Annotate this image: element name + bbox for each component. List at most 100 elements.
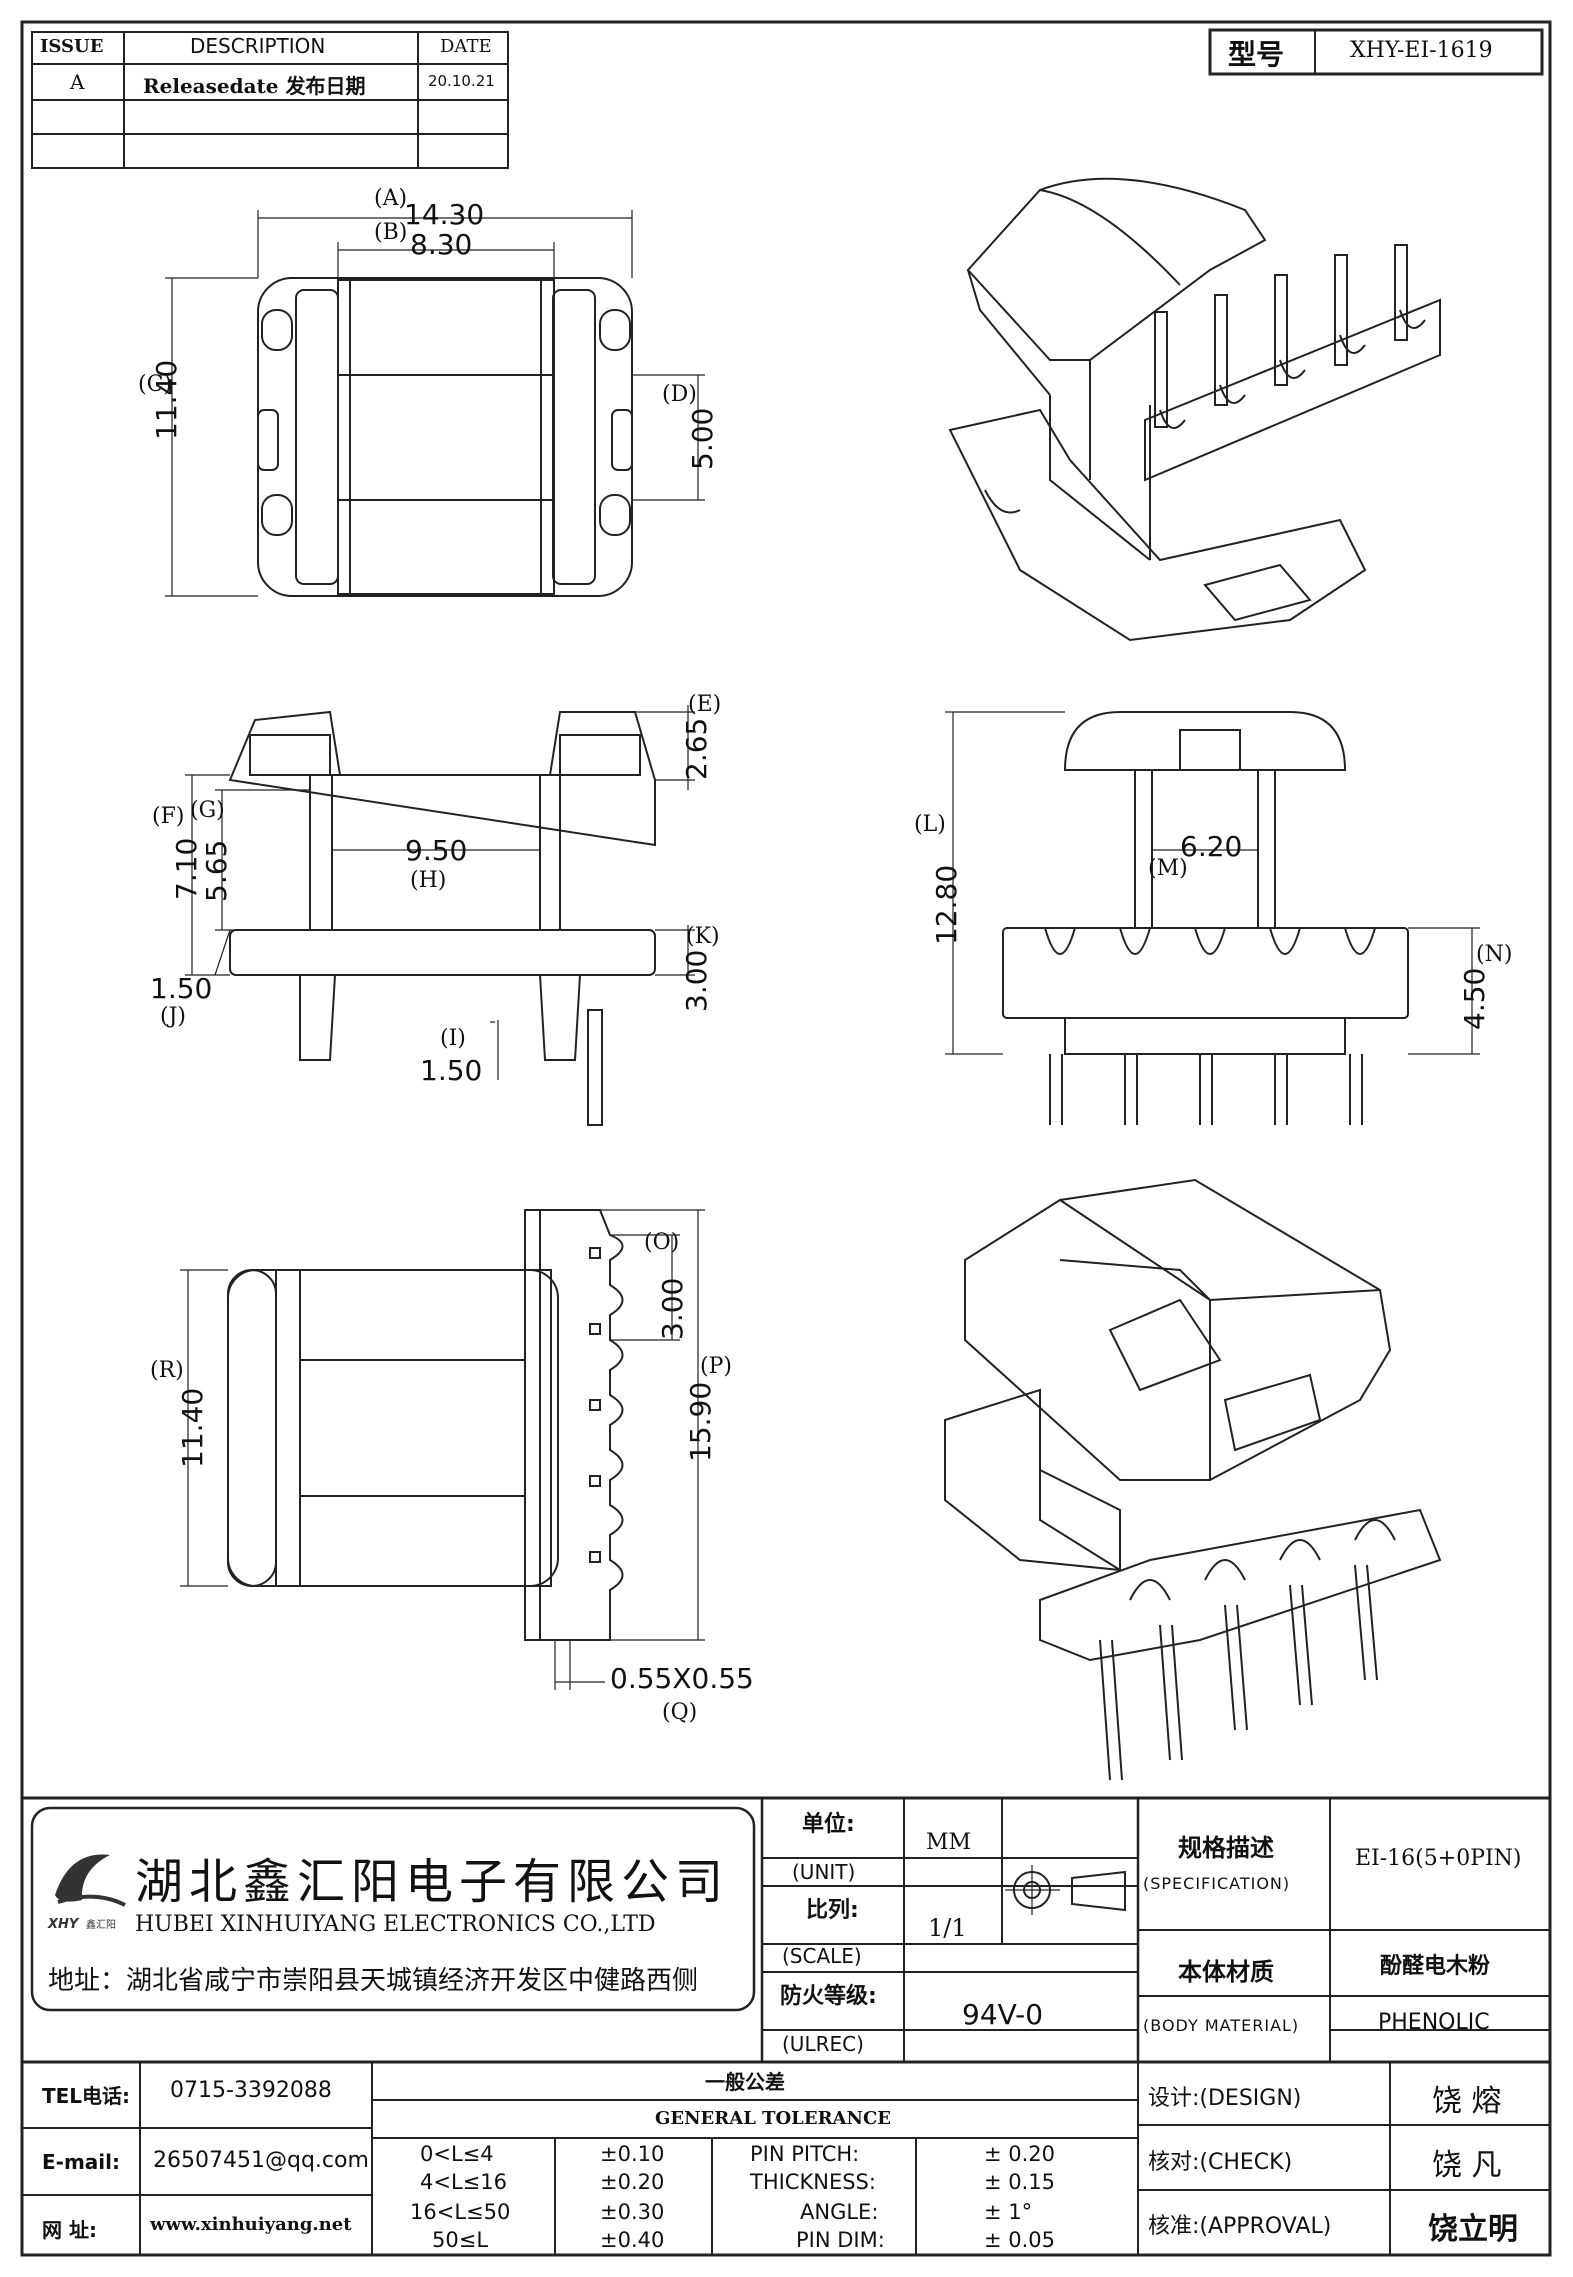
spec-value: EI-16(5+0PIN) bbox=[1355, 1846, 1522, 1871]
dim-p-value: 15.90 bbox=[684, 1381, 717, 1462]
approval-name: 饶立明 bbox=[1428, 2212, 1518, 2247]
dim-i-value: 1.50 bbox=[420, 1054, 483, 1087]
model-label: 型号 bbox=[1228, 38, 1285, 71]
material-value-en: PHENOLIC bbox=[1378, 2010, 1490, 2035]
dim-d-letter: (D) bbox=[662, 382, 697, 407]
isometric-view-top bbox=[948, 177, 1441, 642]
tol-param: PIN PITCH: bbox=[750, 2142, 860, 2166]
sheet-border bbox=[20, 20, 1552, 2257]
scale-label-cn: 比列: bbox=[806, 1898, 859, 1923]
dim-o-value: 3.00 bbox=[656, 1277, 689, 1340]
dim-c-letter: (C) bbox=[138, 372, 172, 397]
tol-param: ANGLE: bbox=[800, 2200, 879, 2224]
unit-value: MM bbox=[926, 1830, 972, 1855]
dim-r-letter: (R) bbox=[150, 1358, 184, 1383]
material-value-cn: 酚醛电木粉 bbox=[1380, 1954, 1491, 1979]
unit-label-en: (UNIT) bbox=[792, 1860, 856, 1884]
company-name-en: HUBEI XINHUIYANG ELECTRONICS CO.,LTD bbox=[135, 1912, 656, 1937]
tol-param-value: ± 0.05 bbox=[984, 2228, 1056, 2252]
tol-value: ±0.10 bbox=[600, 2142, 665, 2166]
bottom-view bbox=[180, 1209, 705, 1690]
dim-l-letter: (L) bbox=[914, 812, 946, 837]
dim-q-value: 0.55X0.55 bbox=[610, 1662, 754, 1695]
dim-e-value: 2.65 bbox=[680, 717, 713, 780]
tel-value: 0715-3392088 bbox=[170, 2078, 332, 2103]
dim-k-letter: (K) bbox=[686, 924, 720, 949]
rev-row-issue: A bbox=[70, 70, 85, 94]
rev-header-description: DESCRIPTION bbox=[190, 34, 326, 58]
email-label: E-mail: bbox=[42, 2150, 121, 2174]
revision-table bbox=[31, 31, 509, 169]
dim-k-value: 3.00 bbox=[680, 949, 713, 1012]
dim-r-value: 11.40 bbox=[176, 1387, 209, 1468]
tol-param-value: ± 0.20 bbox=[984, 2142, 1056, 2166]
tol-range: 0<L≤4 bbox=[420, 2142, 494, 2166]
company-name-cn: 湖北鑫汇阳电子有限公司 bbox=[135, 1854, 730, 1910]
tol-param-value: ± 0.15 bbox=[984, 2170, 1056, 2194]
dim-i-letter: (I) bbox=[440, 1026, 466, 1051]
model-value: XHY-EI-1619 bbox=[1350, 38, 1493, 63]
dim-a-value: 14.30 bbox=[404, 198, 485, 231]
tol-range: 16<L≤50 bbox=[410, 2200, 511, 2224]
dim-j-value: 1.50 bbox=[150, 972, 213, 1005]
fire-label-cn: 防火等级: bbox=[780, 1984, 877, 2009]
approval-label: 核准:(APPROVAL) bbox=[1148, 2214, 1332, 2239]
fire-label-en: (ULREC) bbox=[782, 2032, 864, 2056]
tolerance-title-cn: 一般公差 bbox=[705, 2070, 785, 2094]
unit-label-cn: 单位: bbox=[802, 1812, 855, 1837]
model-box bbox=[1208, 28, 1544, 76]
tel-label: TEL电话: bbox=[42, 2084, 131, 2108]
dim-g-value: 5.65 bbox=[200, 839, 233, 902]
dim-m-value: 6.20 bbox=[1180, 830, 1243, 863]
check-label: 核对:(CHECK) bbox=[1148, 2150, 1293, 2175]
tol-param-value: ± 1° bbox=[984, 2200, 1033, 2224]
dim-c-value: 11.40 bbox=[150, 359, 183, 440]
dim-f-value: 7.10 bbox=[170, 837, 203, 900]
material-label-cn: 本体材质 bbox=[1178, 1958, 1274, 1986]
dim-p-letter: (P) bbox=[700, 1354, 732, 1379]
design-label: 设计:(DESIGN) bbox=[1148, 2086, 1302, 2111]
dim-b-letter: (B) bbox=[374, 220, 408, 245]
rev-header-date: DATE bbox=[440, 36, 492, 57]
tol-range: 4<L≤16 bbox=[420, 2170, 507, 2194]
tol-value: ±0.20 bbox=[600, 2170, 665, 2194]
dim-h-value: 9.50 bbox=[405, 834, 468, 867]
dim-e-letter: (E) bbox=[688, 692, 722, 717]
front-view bbox=[185, 705, 695, 1126]
logo-text: XHY bbox=[47, 1917, 80, 1932]
dim-n-value: 4.50 bbox=[1458, 967, 1491, 1030]
tol-value: ±0.40 bbox=[600, 2228, 665, 2252]
side-view bbox=[945, 711, 1480, 1125]
dim-n-letter: (N) bbox=[1476, 942, 1513, 967]
tol-param: PIN DIM: bbox=[796, 2228, 885, 2252]
rev-row-date: 20.10.21 bbox=[428, 72, 495, 90]
scale-value: 1/1 bbox=[928, 1914, 967, 1942]
spec-label-cn: 规格描述 bbox=[1178, 1834, 1274, 1862]
check-name: 饶 凡 bbox=[1432, 2148, 1502, 2183]
logo-subtext: 鑫汇阳 bbox=[86, 1918, 116, 1931]
web-label: 网 址: bbox=[42, 2218, 97, 2242]
tol-param: THICKNESS: bbox=[750, 2170, 876, 2194]
title-block bbox=[22, 1798, 1550, 2255]
dim-d-value: 5.00 bbox=[686, 407, 719, 470]
top-view bbox=[165, 210, 705, 597]
dim-h-letter: (H) bbox=[410, 868, 447, 893]
dim-f-letter: (F) bbox=[152, 804, 185, 829]
dim-l-value: 12.80 bbox=[930, 864, 963, 945]
company-logo-icon: XHY 鑫汇阳 bbox=[47, 1854, 126, 1932]
dim-j-letter: (J) bbox=[160, 1004, 186, 1029]
web-value: www.xinhuiyang.net bbox=[150, 2214, 352, 2235]
company-address: 地址：湖北省咸宁市崇阳县天城镇经济开发区中健路西侧 bbox=[48, 1966, 699, 1996]
material-label-en: (BODY MATERIAL) bbox=[1143, 2016, 1300, 2035]
dim-o-letter: (O) bbox=[644, 1230, 680, 1255]
tolerance-title-en: GENERAL TOLERANCE bbox=[655, 2108, 891, 2129]
isometric-view-bottom bbox=[944, 1178, 1442, 1781]
spec-label-en: (SPECIFICATION) bbox=[1143, 1874, 1291, 1893]
dim-b-value: 8.30 bbox=[410, 228, 473, 261]
dim-m-letter: (M) bbox=[1148, 856, 1188, 881]
fire-value: 94V-0 bbox=[962, 1998, 1044, 2031]
rev-row-description: Releasedate 发布日期 bbox=[143, 74, 366, 98]
dim-a-letter: (A) bbox=[374, 186, 408, 211]
tol-range: 50≤L bbox=[432, 2228, 489, 2252]
